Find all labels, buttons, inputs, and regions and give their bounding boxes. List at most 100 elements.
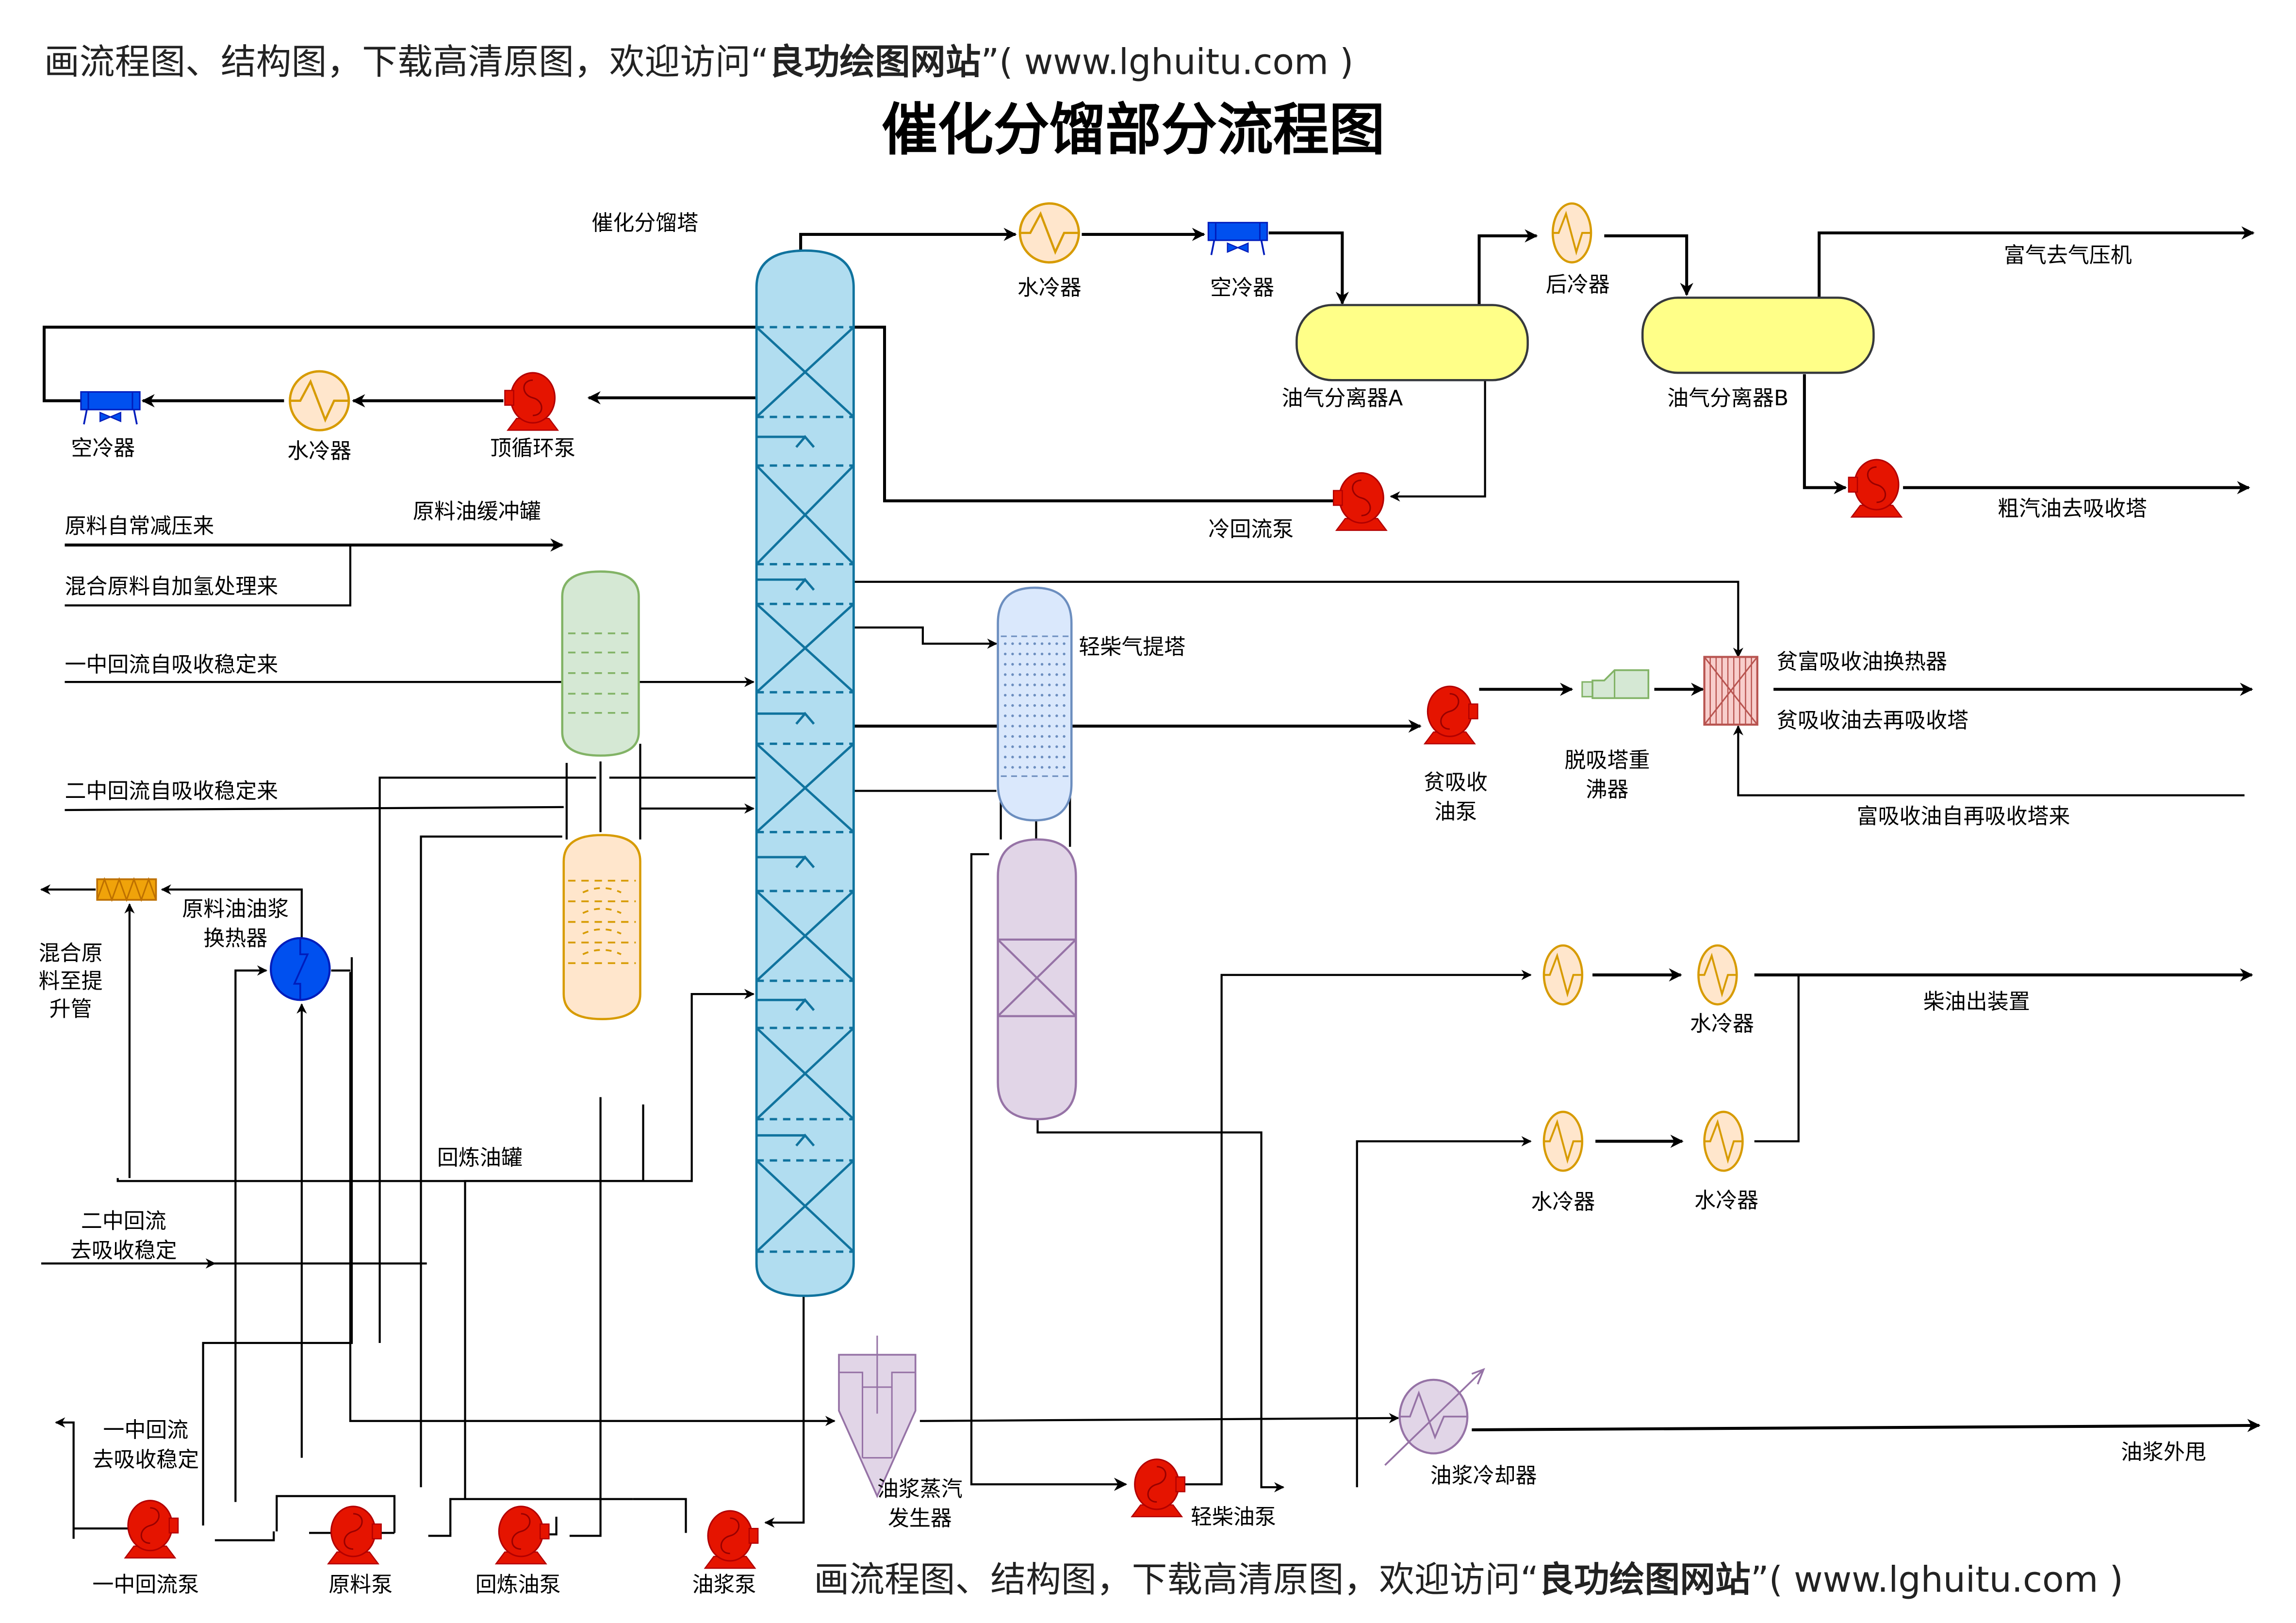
cold-reflux-pump-icon[interactable] <box>1332 472 1387 531</box>
tower-packing-bed <box>755 326 854 418</box>
stripper-packing-dot <box>1055 694 1058 697</box>
stripper-packing-dot <box>1004 694 1007 697</box>
stripper-packing-dot <box>1040 694 1044 697</box>
light-diesel-pump-label: 轻柴油泵 <box>1191 1505 1276 1529</box>
stripper-packing-dot <box>1055 673 1058 676</box>
tower-packing-bed <box>755 743 854 833</box>
stripper-packing-dot <box>1048 766 1051 769</box>
stripper-packing-dot <box>1040 725 1044 728</box>
diesel-water-cooler-2-icon[interactable] <box>1544 1112 1582 1171</box>
slurry-steam-generator-icon[interactable] <box>838 1335 917 1498</box>
slurry-cooler-icon[interactable] <box>1384 1368 1485 1466</box>
stream-mid1-from-stab-label: 一中回流自吸收稳定来 <box>65 652 278 677</box>
top-water-cooler-icon[interactable] <box>1020 203 1079 262</box>
stripper-packing-dot <box>1063 756 1066 759</box>
stripper-packing-dot <box>1063 642 1066 645</box>
stripper-packing-dot <box>1018 756 1021 759</box>
stripper-packing-dot <box>1055 642 1058 645</box>
stripper-packing-dot <box>1033 683 1036 686</box>
diesel-water-cooler-1-label: 水冷器 <box>1690 1011 1754 1036</box>
stream-feed-vacuum-label: 原料自常减压来 <box>65 514 214 539</box>
stripper-packing-dot <box>1055 745 1058 748</box>
lean-rich-exchanger-icon[interactable] <box>1703 656 1758 726</box>
stream-mixed-feed-hydro-label: 混合原料自加氢处理来 <box>65 574 278 599</box>
light-diesel-stripper-bottom[interactable] <box>997 838 1077 1121</box>
pipelines <box>40 226 2261 1541</box>
light-diesel-stripper-top[interactable] <box>997 586 1073 822</box>
left-water-cooler-label: 水冷器 <box>287 439 351 464</box>
tower-distributor-arrow <box>756 578 815 591</box>
separator-b-vessel[interactable] <box>1641 297 1875 374</box>
stripper-packing-dot <box>1026 642 1029 645</box>
separator-a-vessel[interactable] <box>1296 304 1529 381</box>
recycle-oil-tank[interactable] <box>562 834 641 1020</box>
feed-buffer-tank[interactable] <box>561 570 640 757</box>
stripper-packing-dot <box>1018 642 1021 645</box>
stream-rich-oil-label: 富吸收油自再吸收塔来 <box>1857 804 2070 828</box>
stripper-packing-dot <box>1026 652 1029 656</box>
left-air-cooler-icon[interactable] <box>80 391 141 426</box>
tower-packing-bed <box>755 890 854 982</box>
top-air-cooler-icon[interactable] <box>1207 221 1268 256</box>
lean-oil-pump-label-1: 贫吸收 <box>1424 770 1488 795</box>
stripper-packing-dot <box>1026 725 1029 728</box>
stripper-packing-dot <box>1004 725 1007 728</box>
stripper-packing-dot <box>1004 756 1007 759</box>
stripper-packing-dot <box>1055 714 1058 717</box>
stripper-packing-dot <box>1004 662 1007 666</box>
stream-diesel-out-label: 柴油出装置 <box>1923 989 2030 1014</box>
stripper-packing-dot <box>1011 662 1014 666</box>
stripper-packing-dot <box>1055 704 1058 707</box>
stripper-packing-dot <box>1063 652 1066 656</box>
feed-slurry-exchanger-label-2: 换热器 <box>203 926 267 951</box>
stripper-packing-dot <box>1063 694 1066 697</box>
stripper-packing-dot <box>1004 714 1007 717</box>
stream-mixed-feed-riser-label-3: 升管 <box>49 997 92 1022</box>
stripper-packing-dot <box>1048 694 1051 697</box>
stripper-packing-dot <box>1063 735 1066 738</box>
watermark-bottom[interactable]: 画流程图、结构图，下载高清原图，欢迎访问“良功绘图网站”( www.lghuit… <box>814 1559 2123 1601</box>
desorber-reboiler-icon[interactable] <box>1581 669 1650 699</box>
stripper-packing-dot <box>1026 683 1029 686</box>
diesel-water-cooler-1-icon[interactable] <box>1698 945 1737 1004</box>
lean-oil-pump-label-2: 油泵 <box>1434 799 1477 824</box>
diesel-heat-exchanger-icon[interactable] <box>1544 945 1582 1004</box>
watermark-top[interactable]: 画流程图、结构图，下载高清原图，欢迎访问“良功绘图网站”( www.lghuit… <box>44 41 1354 83</box>
stripper-packing-dot <box>1063 683 1066 686</box>
stripper-packing-dot <box>1026 704 1029 707</box>
left-water-cooler-icon[interactable] <box>290 371 349 430</box>
stripper-packing-dot <box>1048 725 1051 728</box>
diesel-water-cooler-3-icon[interactable] <box>1705 1112 1743 1171</box>
stripper-packing-dot <box>1018 725 1021 728</box>
stream-mixed-feed-riser-label-2: 料至提 <box>39 969 103 994</box>
mid1-reflux-pump-label: 一中回流泵 <box>92 1573 199 1597</box>
crude-gasoline-pump-icon[interactable] <box>1848 459 1902 518</box>
light-diesel-pump-icon[interactable] <box>1131 1458 1186 1518</box>
slurry-pump-icon[interactable] <box>704 1510 759 1569</box>
feed-pump-icon[interactable] <box>327 1506 382 1565</box>
stream-mid2-to-stab-label-1: 二中回流 <box>81 1209 166 1233</box>
stripper-packing-dot <box>1055 652 1058 656</box>
stripper-tray-line <box>1000 635 1069 777</box>
light-diesel-stripper-label: 轻柴气提塔 <box>1079 634 1185 659</box>
top-circ-pump-icon[interactable] <box>504 372 559 431</box>
separator-a-label: 油气分离器A <box>1281 386 1403 411</box>
stripper-packing-dot <box>1055 662 1058 666</box>
stripper-packing-dot <box>1004 766 1007 769</box>
main-fractionator-tower[interactable] <box>755 249 855 1297</box>
stripper-packing-dot <box>1018 694 1021 697</box>
lean-oil-pump-icon[interactable] <box>1424 685 1478 745</box>
stream-crude-gasoline-label: 粗汽油去吸收塔 <box>1998 496 2147 521</box>
stripper-packing-dot <box>1011 673 1014 676</box>
mid1-reflux-pump-icon[interactable] <box>124 1500 179 1559</box>
desorber-reboiler-label-1: 脱吸塔重 <box>1564 748 1650 773</box>
recycle-oil-pump-icon[interactable] <box>495 1506 550 1565</box>
stream-lean-oil-label: 贫吸收油去再吸收塔 <box>1776 708 1968 733</box>
stream-mid2-from-stab-label: 二中回流自吸收稳定来 <box>65 779 278 804</box>
riser-feed-heater-icon[interactable] <box>96 877 157 902</box>
diesel-water-cooler-2-label: 水冷器 <box>1531 1190 1595 1214</box>
stripper-packing-dot <box>1011 725 1014 728</box>
after-cooler-icon[interactable] <box>1553 203 1591 262</box>
tower-distributor-arrow <box>756 435 815 448</box>
feed-slurry-exchanger-icon[interactable] <box>270 937 331 1001</box>
